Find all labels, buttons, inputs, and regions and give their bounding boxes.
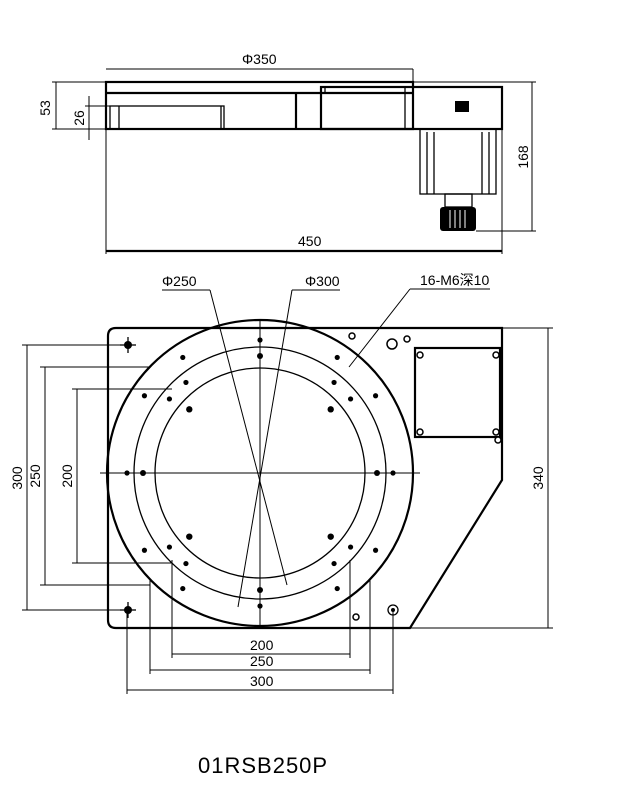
mount-hole	[327, 406, 334, 413]
mount-hole-marker	[120, 602, 136, 618]
m6-hole	[347, 544, 354, 550]
m6-hole	[166, 544, 173, 550]
m6-hole	[141, 393, 148, 399]
dim-bottom-200: 200	[250, 637, 274, 653]
m6-hole	[372, 547, 379, 553]
mount-hole	[327, 533, 334, 540]
m6-hole	[124, 470, 130, 476]
m6-hole	[331, 560, 337, 567]
m6-hole	[180, 585, 186, 592]
dim-bottom-300: 300	[250, 673, 274, 689]
m6-hole	[347, 396, 354, 402]
dim-left-300: 300	[9, 466, 25, 490]
dim-bottom-250: 250	[250, 653, 274, 669]
dim-left-200: 200	[59, 464, 75, 488]
connector-icon	[455, 101, 469, 112]
mount-hole-marker	[120, 337, 136, 353]
m6-hole	[257, 587, 263, 593]
mount-hole	[186, 406, 193, 413]
drawing-title: 01RSB250P	[198, 753, 328, 778]
dim-53: 53	[37, 100, 53, 116]
screw-hole	[494, 436, 502, 444]
m6-hole	[390, 470, 396, 476]
motor-knob	[440, 207, 476, 231]
m6-hole	[140, 470, 146, 476]
mount-hole-marker	[387, 604, 399, 616]
m6-hole	[141, 547, 148, 553]
dim-left-250: 250	[27, 464, 43, 488]
m6-hole	[334, 585, 340, 592]
access-hole	[386, 338, 398, 350]
callout-holes: 16-M6深10	[420, 272, 489, 288]
m6-hole	[257, 337, 263, 343]
m6-hole	[183, 560, 189, 567]
m6-hole	[257, 353, 263, 359]
m6-hole	[334, 354, 340, 361]
dim-26: 26	[71, 110, 87, 126]
dim-168: 168	[515, 145, 531, 169]
m6-hole	[180, 354, 186, 361]
screw-hole	[352, 613, 360, 621]
m6-hole	[257, 603, 263, 609]
m6-hole	[183, 379, 189, 386]
screw-hole	[416, 428, 424, 436]
m6-hole	[372, 393, 379, 399]
screw-hole	[492, 351, 500, 359]
screw-hole	[492, 428, 500, 436]
m6-hole	[374, 470, 380, 476]
mount-hole	[186, 533, 193, 540]
top-view: Φ250 Φ300 16-M6深10 300 250 200 340 200 2…	[9, 272, 553, 694]
side-view: Φ350 53 26 168 450	[37, 51, 536, 254]
callout-diameter-250: Φ250	[162, 273, 197, 289]
dim-450: 450	[298, 233, 322, 249]
screw-hole	[403, 335, 411, 343]
screw-hole	[416, 351, 424, 359]
screw-hole	[348, 332, 356, 340]
dim-diameter-350: Φ350	[242, 51, 277, 67]
m6-hole	[331, 379, 337, 386]
callout-diameter-300: Φ300	[305, 273, 340, 289]
dim-right-340: 340	[530, 466, 546, 490]
m6-hole	[166, 396, 173, 402]
